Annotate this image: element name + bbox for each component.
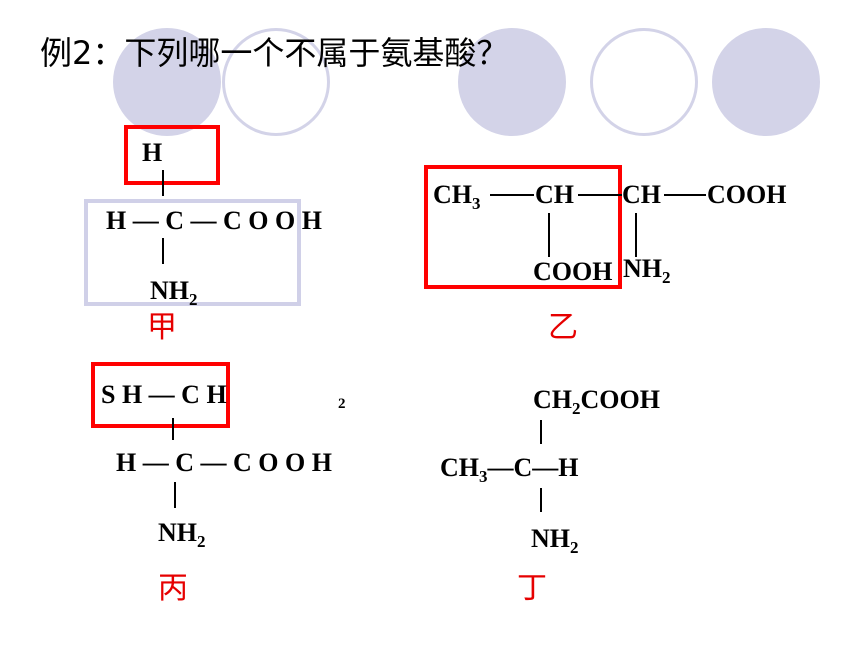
a-bond-top	[162, 170, 164, 196]
a-bond-bottom	[162, 238, 164, 264]
b-ch-2: CH	[622, 180, 661, 209]
d-top-rest: COOH	[580, 385, 660, 414]
c-sh-part: S H — C H	[101, 380, 227, 410]
b-ch3-text: CH	[433, 180, 472, 209]
decor-circle-2	[222, 28, 330, 136]
d-top-sub: 2	[572, 399, 581, 418]
b-ch3-sub: 3	[472, 194, 481, 213]
decor-circle-3	[458, 28, 566, 136]
highlight-box-c	[91, 362, 230, 428]
label-d: 丁	[517, 571, 547, 606]
b-ch3: CH3	[433, 180, 481, 213]
d-bond-bottom	[540, 488, 542, 512]
a-amino-sub: 2	[189, 290, 198, 309]
c-bond-bottom	[174, 482, 176, 508]
d-amino-sub: 2	[570, 538, 579, 557]
c-sh-sub: 2	[338, 396, 346, 412]
d-middle: CH3—C—H	[440, 453, 579, 486]
highlight-box-a	[124, 125, 220, 185]
decor-circle-4	[590, 28, 698, 136]
a-top-h: H	[142, 138, 163, 167]
label-b: 乙	[548, 310, 578, 345]
b-bond-2	[578, 194, 622, 196]
c-amino-text: NH	[158, 518, 197, 547]
d-amino-text: NH	[531, 524, 570, 553]
b-bond-down-2	[635, 213, 637, 257]
b-nh2: NH2	[623, 254, 671, 287]
decor-circle-1	[113, 28, 221, 136]
b-cooh-end: COOH	[707, 180, 787, 209]
b-cooh-below: COOH	[533, 257, 613, 286]
d-amino: NH2	[531, 524, 579, 557]
d-bond-top	[540, 420, 542, 444]
c-main-chain: H — C — C O O H	[116, 448, 332, 477]
d-top-text: CH	[533, 385, 572, 414]
c-amino-sub: 2	[197, 532, 206, 551]
d-middle-rest: —C—H	[487, 453, 579, 482]
c-amino: NH2	[158, 518, 206, 551]
d-top: CH2COOH	[533, 385, 660, 418]
a-main-chain: H — C — C O O H	[106, 206, 322, 235]
b-bond-down-1	[548, 213, 550, 257]
decor-circle-5	[712, 28, 820, 136]
label-c: 丙	[158, 571, 188, 606]
c-sh-text: S H — C H	[101, 380, 227, 409]
b-bond-3	[664, 194, 706, 196]
highlight-box-b	[424, 165, 622, 289]
d-ch3-sub: 3	[479, 467, 488, 486]
group-box-a	[84, 199, 301, 306]
a-amino: NH2	[150, 276, 198, 309]
c-bond-top	[172, 418, 174, 440]
question-title: 例2：下列哪一个不属于氨基酸？	[40, 34, 509, 72]
label-a: 甲	[147, 310, 177, 345]
b-nh2-sub: 2	[662, 268, 671, 287]
b-ch-1: CH	[535, 180, 574, 209]
b-nh2-text: NH	[623, 254, 662, 283]
b-bond-1	[490, 194, 534, 196]
d-ch3-text: CH	[440, 453, 479, 482]
a-amino-text: NH	[150, 276, 189, 305]
